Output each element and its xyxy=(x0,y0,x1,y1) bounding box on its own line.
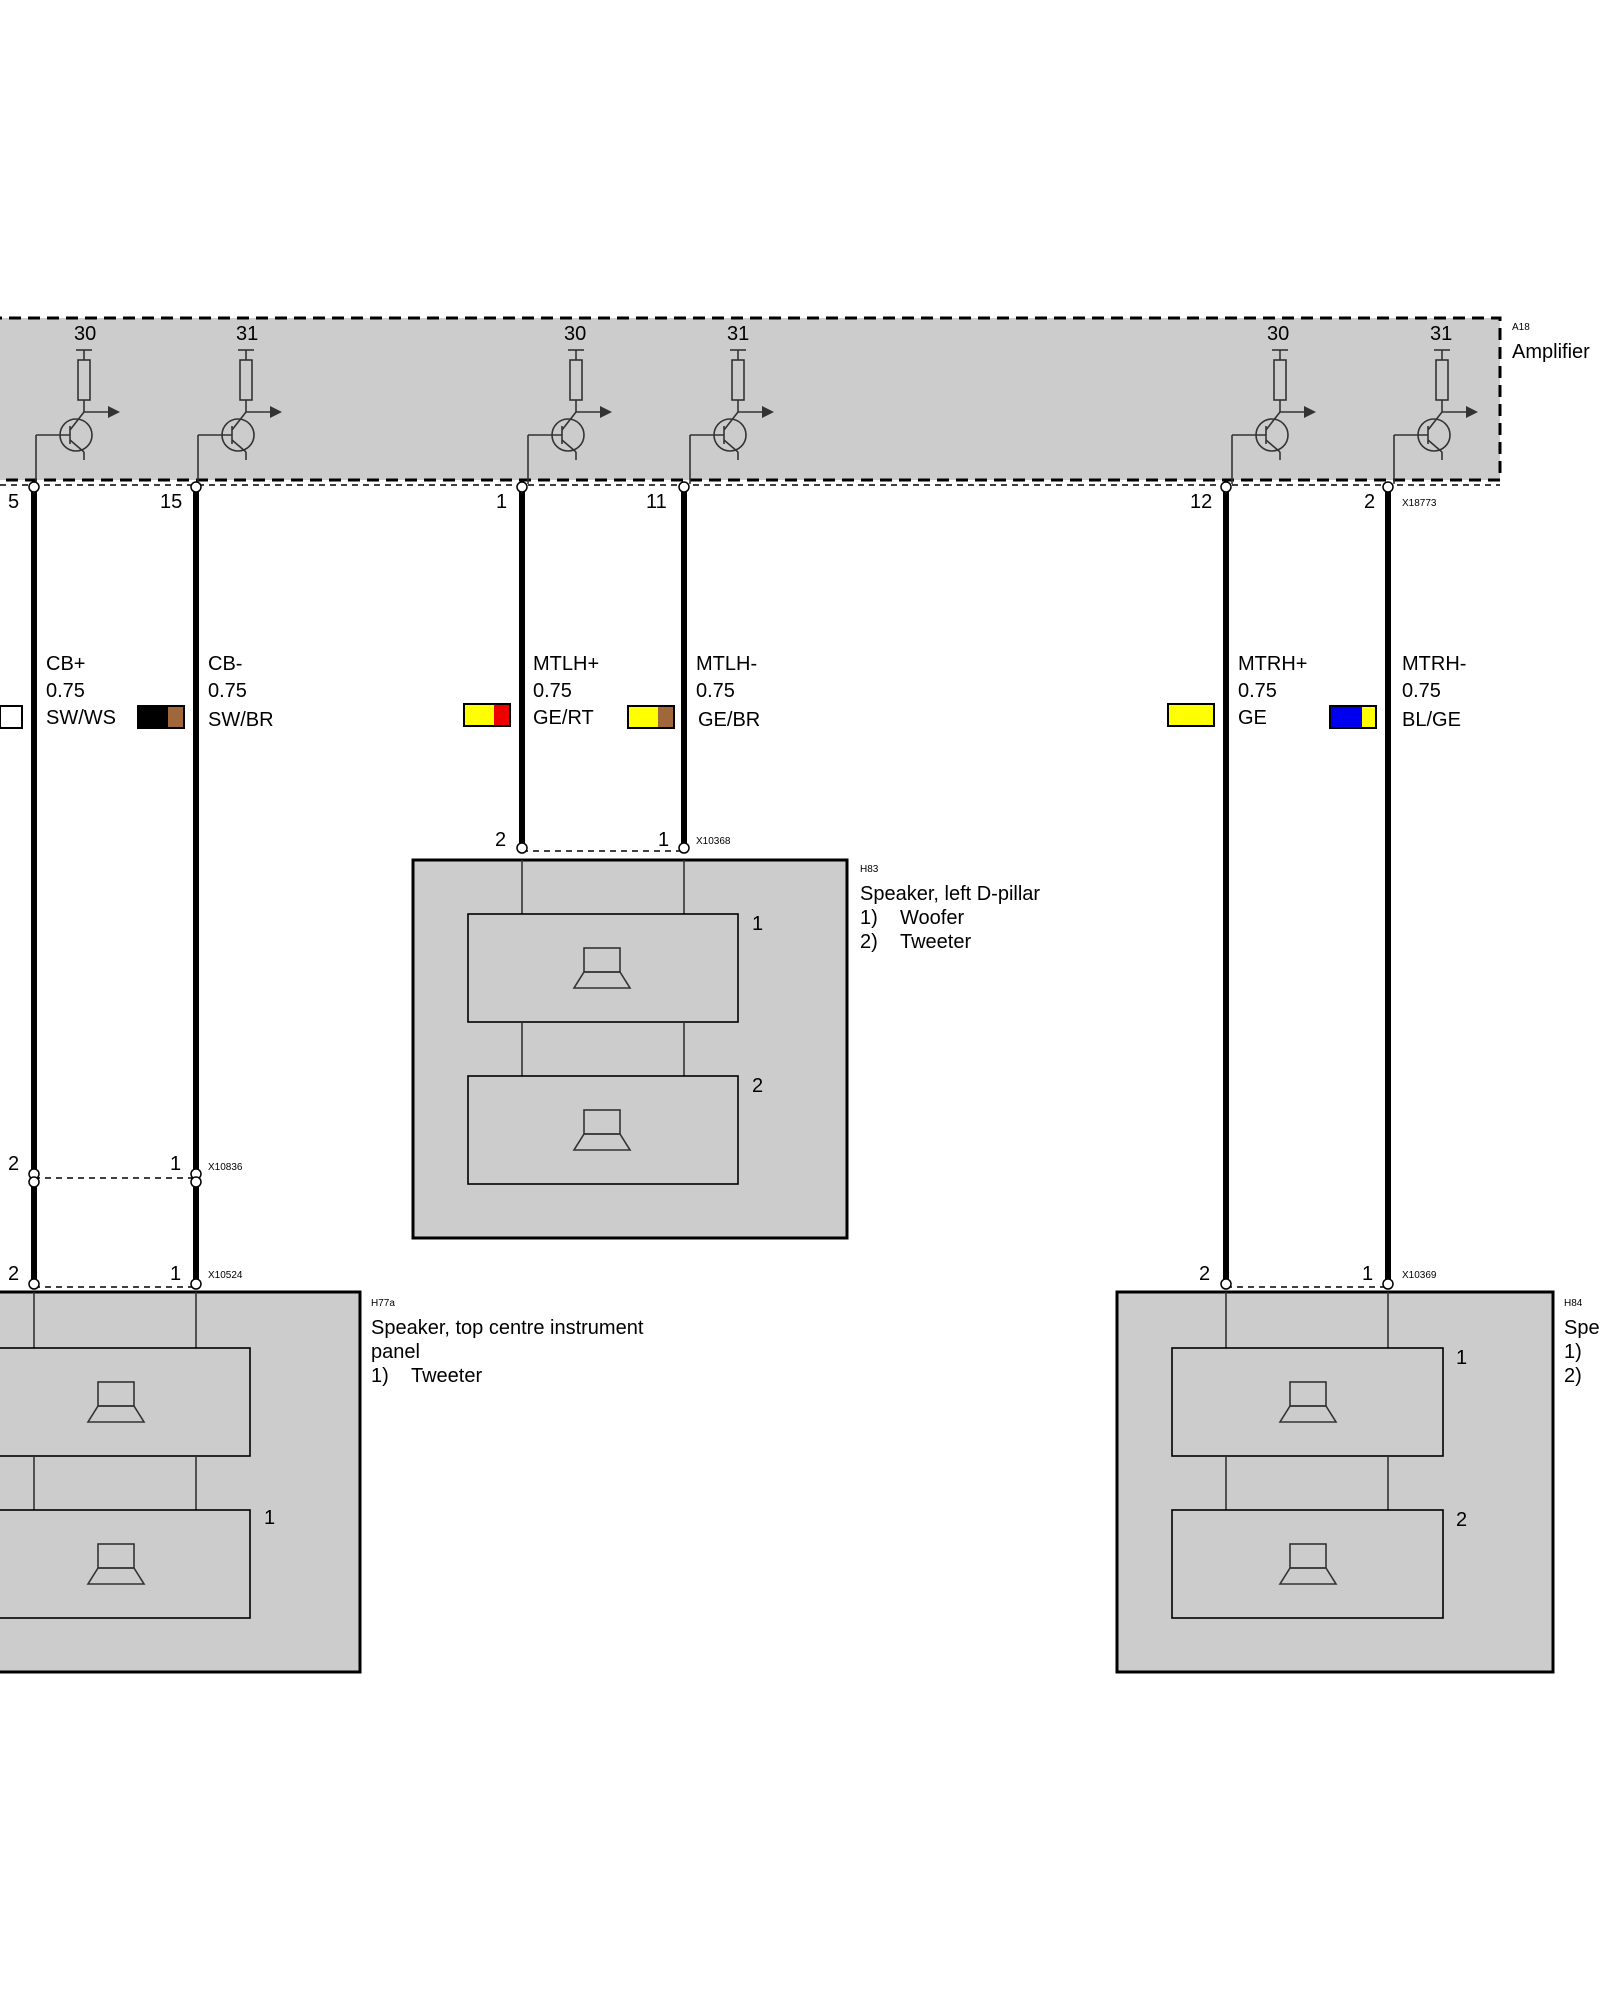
connector-x10836: 2 1 X10836 xyxy=(8,1153,243,1188)
color-swatch-cb-minus xyxy=(137,705,185,729)
svg-text:CB+: CB+ xyxy=(46,653,85,675)
output-stage-5: 30 xyxy=(1231,323,1317,485)
output-stage-1: 30 xyxy=(35,323,121,485)
svg-text:1): 1) xyxy=(860,907,878,929)
svg-text:2: 2 xyxy=(495,829,506,851)
svg-text:1: 1 xyxy=(264,1507,275,1529)
svg-text:0.75: 0.75 xyxy=(1402,680,1441,702)
svg-text:CB-: CB- xyxy=(208,653,242,675)
svg-text:Tweeter: Tweeter xyxy=(411,1365,482,1387)
svg-text:2: 2 xyxy=(752,1075,763,1097)
svg-text:0.75: 0.75 xyxy=(1238,680,1277,702)
svg-text:2): 2) xyxy=(1564,1365,1582,1387)
amplifier-connector-id: X18773 xyxy=(1402,498,1437,509)
connector-x10524: 2 1 X10524 xyxy=(8,1263,243,1290)
svg-text:X10369: X10369 xyxy=(1402,1270,1437,1281)
connector-x10369: 2 1 X10369 xyxy=(1199,1263,1437,1290)
svg-text:X10368: X10368 xyxy=(696,836,731,847)
output-terminal-4: 31 xyxy=(727,323,749,345)
amp-pin-15: 15 xyxy=(160,491,182,513)
svg-text:X10836: X10836 xyxy=(208,1162,243,1173)
output-terminal-5: 30 xyxy=(1267,323,1289,345)
svg-text:GE/RT: GE/RT xyxy=(533,707,594,729)
svg-text:0.75: 0.75 xyxy=(46,680,85,702)
svg-text:2: 2 xyxy=(8,1263,19,1285)
svg-text:SW/WS: SW/WS xyxy=(46,707,116,729)
speaker-h83-title: Speaker, left D-pillar xyxy=(860,883,1040,905)
svg-text:MTLH+: MTLH+ xyxy=(533,653,599,675)
svg-text:1: 1 xyxy=(752,913,763,935)
output-stage-3: 30 xyxy=(527,323,613,485)
svg-text:GE/BR: GE/BR xyxy=(698,709,760,731)
svg-text:1): 1) xyxy=(371,1365,389,1387)
output-stage-4: 31 xyxy=(689,323,775,485)
wire-label-cb-minus: CB- 0.75 SW/BR xyxy=(137,653,274,731)
speaker-h83-id: H83 xyxy=(860,864,879,875)
connector-x10368: 2 1 X10368 xyxy=(495,829,731,854)
color-swatch-mtlh-minus xyxy=(627,705,675,729)
svg-text:Tweeter: Tweeter xyxy=(900,931,971,953)
svg-text:BL/GE: BL/GE xyxy=(1402,709,1461,731)
svg-text:Woofer: Woofer xyxy=(900,907,964,929)
svg-text:1: 1 xyxy=(170,1263,181,1285)
speaker-h84: 1 2 H84 Spe 1) 2) xyxy=(1115,1290,1600,1674)
speaker-h83: 1 2 H83 Speaker, left D-pillar 1) Woofer… xyxy=(411,858,1040,1240)
svg-text:0.75: 0.75 xyxy=(696,680,735,702)
speaker-h84-id: H84 xyxy=(1564,1298,1583,1309)
amplifier-module: A18 Amplifier X18773 xyxy=(0,316,1590,509)
amp-pin-12: 12 xyxy=(1190,491,1212,513)
wire-label-mtrh-minus: MTRH- 0.75 BL/GE xyxy=(1329,653,1466,731)
svg-text:1): 1) xyxy=(1564,1341,1582,1363)
svg-text:MTRH-: MTRH- xyxy=(1402,653,1466,675)
speaker-h77a: 1 H77a Speaker, top centre instrument pa… xyxy=(0,1290,644,1674)
wire-label-mtlh-minus: MTLH- 0.75 GE/BR xyxy=(627,653,760,731)
color-swatch-mtrh-plus xyxy=(1167,703,1215,727)
svg-text:1: 1 xyxy=(1362,1263,1373,1285)
output-stage-2: 31 xyxy=(197,323,283,485)
output-terminal-3: 30 xyxy=(564,323,586,345)
svg-text:1: 1 xyxy=(170,1153,181,1175)
wire-label-mtlh-plus: MTLH+ 0.75 GE/RT xyxy=(463,653,599,729)
svg-text:MTLH-: MTLH- xyxy=(696,653,757,675)
amp-pin-1: 1 xyxy=(496,491,507,513)
amplifier-id: A18 xyxy=(1512,322,1530,333)
output-terminal-1: 30 xyxy=(74,323,96,345)
svg-text:2: 2 xyxy=(8,1153,19,1175)
amplifier-name: Amplifier xyxy=(1512,341,1590,363)
speaker-h77a-title: Speaker, top centre instrument xyxy=(371,1317,644,1339)
color-swatch-mtlh-plus xyxy=(463,703,511,727)
svg-text:SW/BR: SW/BR xyxy=(208,709,274,731)
svg-text:2: 2 xyxy=(1456,1509,1467,1531)
svg-text:2: 2 xyxy=(1199,1263,1210,1285)
svg-text:2): 2) xyxy=(860,931,878,953)
color-swatch-mtrh-minus xyxy=(1329,705,1377,729)
amp-pin-5: 5 xyxy=(8,491,19,513)
wire-label-mtrh-plus: MTRH+ 0.75 GE xyxy=(1167,653,1307,729)
svg-text:panel: panel xyxy=(371,1341,420,1363)
svg-text:1: 1 xyxy=(658,829,669,851)
speaker-h77a-id: H77a xyxy=(371,1298,395,1309)
svg-text:X10524: X10524 xyxy=(208,1270,243,1281)
svg-text:GE: GE xyxy=(1238,707,1267,729)
amp-pin-11: 11 xyxy=(646,491,667,513)
wire-label-cb-plus: CB+ 0.75 SW/WS xyxy=(0,653,116,729)
svg-text:0.75: 0.75 xyxy=(208,680,247,702)
svg-text:MTRH+: MTRH+ xyxy=(1238,653,1307,675)
output-terminal-6: 31 xyxy=(1430,323,1452,345)
svg-text:0.75: 0.75 xyxy=(533,680,572,702)
amp-pin-2: 2 xyxy=(1364,491,1375,513)
output-stage-6: 31 xyxy=(1393,323,1479,485)
speaker-h84-title: Spe xyxy=(1564,1317,1600,1339)
output-terminal-2: 31 xyxy=(236,323,258,345)
svg-text:1: 1 xyxy=(1456,1347,1467,1369)
